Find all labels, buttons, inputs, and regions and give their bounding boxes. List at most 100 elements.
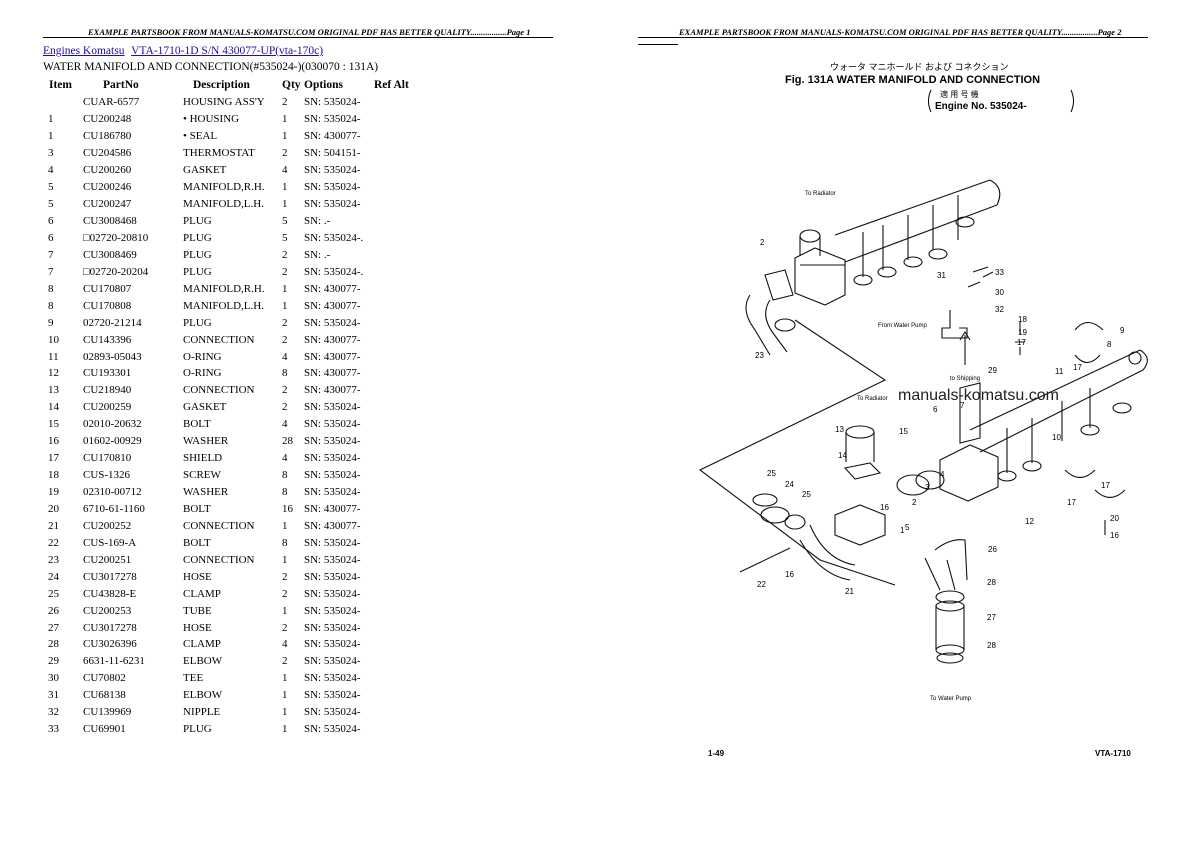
cell-desc: SCREW	[183, 469, 221, 482]
cell-ref	[374, 670, 424, 687]
cell-ref	[374, 145, 424, 162]
callout-number: 30	[995, 288, 1004, 297]
figure-title: Fig. 131A WATER MANIFOLD AND CONNECTION	[785, 74, 1040, 86]
cell-opt: SN: 430077-	[304, 367, 361, 380]
cell-ref	[374, 568, 424, 585]
cell-opt: SN: 535024-	[304, 655, 361, 668]
cell-desc: PLUG	[183, 215, 212, 228]
figure-engine-no: Engine No. 535024-	[935, 101, 1027, 112]
label-to-radiator-mid: To Radiator	[857, 396, 888, 402]
pipe-23	[745, 294, 788, 356]
cell-part: CU204586	[83, 147, 132, 160]
figure-jp-engine: 適 用 号 機	[940, 89, 979, 99]
cell-part: CU3017278	[83, 570, 137, 583]
label-to-shipping: to Shipping	[950, 376, 980, 382]
cell-item: 26	[48, 604, 59, 617]
cell-item: 12	[48, 367, 59, 380]
cell-opt: SN: 430077-	[304, 333, 361, 346]
figure-model: VTA-1710	[1095, 749, 1131, 758]
cell-part: CU43828-E	[83, 587, 137, 600]
cell-item: 6	[48, 231, 54, 244]
cell-desc: CLAMP	[183, 638, 221, 651]
cell-opt: SN: 535024-	[304, 689, 361, 702]
callout-number: 5	[905, 523, 910, 532]
cell-desc: ELBOW	[183, 689, 223, 702]
cell-ref	[374, 111, 424, 128]
breadcrumb-link-engines[interactable]: Engines Komatsu	[43, 45, 125, 57]
cell-desc: ELBOW	[183, 655, 223, 668]
callout-number: 29	[988, 366, 997, 375]
callout-number: 16	[880, 503, 889, 512]
cell-part: □02720-20204	[83, 265, 149, 278]
cell-item: 27	[48, 621, 59, 634]
cell-ref	[374, 94, 424, 111]
cell-ref	[374, 263, 424, 280]
cell-desc: O-RING	[183, 367, 222, 380]
cell-qty: 1	[282, 672, 288, 685]
cell-opt: SN: 535024-	[304, 621, 361, 634]
lower-flange	[834, 504, 886, 546]
cell-opt: SN: 535024-	[304, 316, 361, 329]
cell-item: 9	[48, 316, 54, 329]
cell-opt: SN: 535024-	[304, 469, 361, 482]
cell-item: 31	[48, 689, 59, 702]
label-to-water-pump: To Water Pump	[930, 696, 972, 702]
cell-qty: 5	[282, 215, 288, 228]
cell-desc: NIPPLE	[183, 706, 221, 719]
cell-ref	[374, 450, 424, 467]
callout-number: 3	[925, 483, 930, 492]
cell-desc: O-RING	[183, 350, 222, 363]
section-title: WATER MANIFOLD AND CONNECTION(#535024-)(…	[43, 61, 379, 73]
cell-item: 4	[48, 164, 54, 177]
cell-desc: BOLT	[183, 502, 211, 515]
cell-part: CU200260	[83, 164, 132, 177]
cell-item: 8	[48, 299, 54, 312]
cell-ref	[374, 213, 424, 230]
cell-desc: PLUG	[183, 248, 212, 261]
cell-ref	[374, 179, 424, 196]
cell-part: CU200246	[83, 181, 132, 194]
cell-opt: SN: 535024-	[304, 418, 361, 431]
col-description: Description	[193, 78, 250, 91]
callout-number: 33	[995, 268, 1004, 277]
cell-desc: WASHER	[183, 435, 229, 448]
cell-qty: 1	[282, 723, 288, 736]
cell-desc: CONNECTION	[183, 553, 255, 566]
breadcrumb-link-model[interactable]: VTA-1710-1D S/N 430077-UP(vta-170c)	[131, 45, 324, 57]
cell-desc: PLUG	[183, 316, 212, 329]
cell-qty: 1	[282, 299, 288, 312]
cell-qty: 4	[282, 164, 288, 177]
callout-number: 32	[995, 305, 1004, 314]
cell-part: 02010-20632	[83, 418, 142, 431]
cell-item: 3	[48, 147, 54, 160]
cell-item: 25	[48, 587, 59, 600]
cell-item: 19	[48, 486, 59, 499]
bolt-22	[739, 547, 791, 573]
cell-qty: 8	[282, 536, 288, 549]
cell-qty: 2	[282, 587, 288, 600]
cell-desc: PLUG	[183, 723, 212, 736]
cell-ref	[374, 551, 424, 568]
callout-number: 18	[1018, 315, 1027, 324]
cell-qty: 8	[282, 367, 288, 380]
parts-table: Item PartNo Description Qty Options Ref …	[44, 78, 424, 738]
cell-ref	[374, 399, 424, 416]
cell-ref	[374, 585, 424, 602]
cell-item: 1	[48, 130, 54, 143]
callout-number: 17	[1017, 338, 1026, 347]
cell-ref	[374, 348, 424, 365]
cell-opt: SN: 535024-	[304, 113, 361, 126]
diagram-lines	[698, 179, 1148, 664]
callout-number: 14	[838, 451, 847, 460]
